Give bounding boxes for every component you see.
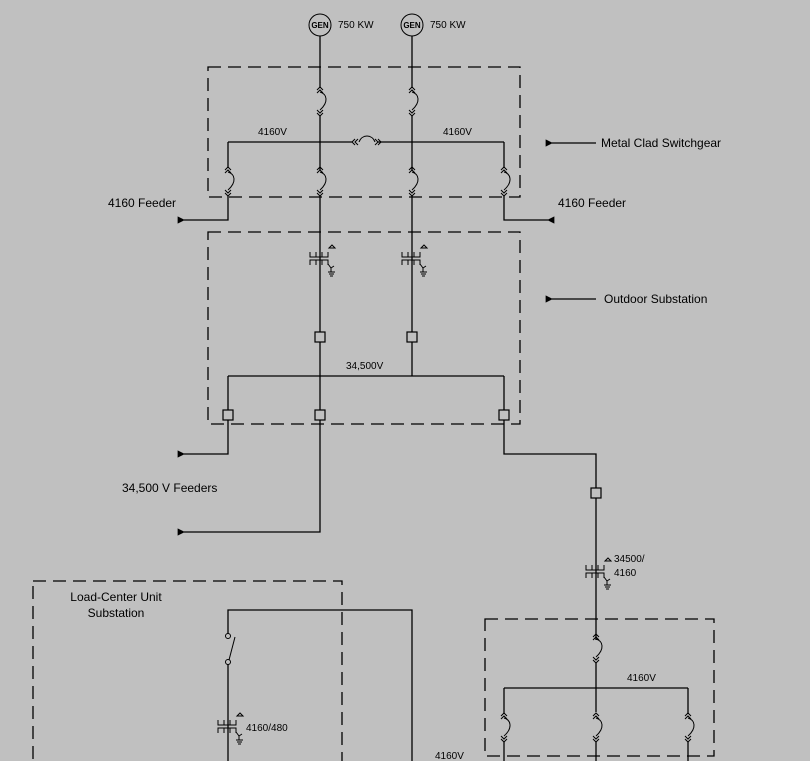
bus-voltage-left: 4160V xyxy=(258,127,287,138)
left-feeder-label: 4160 Feeder xyxy=(108,196,176,210)
right-bus-voltage: 4160V xyxy=(627,673,656,684)
outgoing-voltage: 4160V xyxy=(435,751,464,761)
right-feeder-label: 4160 Feeder xyxy=(558,196,626,210)
right-4160-feeder-line xyxy=(503,196,555,224)
feeder-34500-2 xyxy=(177,420,321,536)
substation-label: Outdoor Substation xyxy=(604,292,707,306)
right-feeder-breaker-1 xyxy=(500,712,511,743)
feeder-34500-3 xyxy=(503,420,597,488)
bus-voltage-right: 4160V xyxy=(443,127,472,138)
outdoor-substation-enclosure xyxy=(207,231,521,425)
step-up-transformer-1 xyxy=(309,244,336,277)
left-4160-feeder-line xyxy=(177,196,229,224)
load-center-transformer-ratio: 4160/480 xyxy=(246,723,288,734)
gen-2-outgoing-breaker xyxy=(408,166,419,197)
gen-1-outgoing-breaker xyxy=(316,166,327,197)
breaker-box-1 xyxy=(314,331,326,343)
bus-34500-voltage: 34,500V xyxy=(346,361,384,372)
feeders-34500-label: 34,500 V Feeders xyxy=(122,481,217,495)
generator-1-breaker xyxy=(316,86,327,117)
load-center-title-line1: Load-Center Unit xyxy=(70,590,162,604)
right-feeder-breaker-3 xyxy=(684,712,695,743)
step-down-ratio-line1: 34500/ xyxy=(614,554,645,565)
feeder-breaker-box-1 xyxy=(222,409,234,421)
breaker-box-2 xyxy=(406,331,418,343)
generator-2: GEN 750 KW xyxy=(400,13,466,37)
load-center-enclosure xyxy=(32,580,343,761)
left-feeder-breaker xyxy=(224,166,235,197)
load-center-title-line2: Substation xyxy=(88,606,145,620)
step-down-transformer xyxy=(585,557,612,590)
right-feeder-breaker xyxy=(500,166,511,197)
generator-2-symbol-label: GEN xyxy=(403,21,421,30)
disconnect-switch xyxy=(225,633,236,665)
generator-2-rating: 750 KW xyxy=(430,20,466,31)
generator-1-rating: 750 KW xyxy=(338,20,374,31)
right-feeder-breaker-2 xyxy=(592,712,603,743)
right-main-breaker xyxy=(592,633,603,664)
step-down-ratio-line2: 4160 xyxy=(614,568,637,579)
load-center-supply-line xyxy=(227,609,413,761)
switchgear-enclosure xyxy=(207,66,521,198)
generator-1-symbol-label: GEN xyxy=(311,21,329,30)
generator-1: GEN 750 KW xyxy=(308,13,374,37)
step-up-transformer-2 xyxy=(401,244,428,277)
feeder-breaker-box-3 xyxy=(498,409,510,421)
switchgear-label: Metal Clad Switchgear xyxy=(601,136,721,150)
load-center-transformer xyxy=(217,712,244,745)
step-down-breaker-box xyxy=(590,487,602,499)
generator-2-breaker xyxy=(408,86,419,117)
feeder-breaker-box-2 xyxy=(314,409,326,421)
bus-tie-breaker xyxy=(351,135,382,146)
feeder-34500-1 xyxy=(177,420,229,458)
right-switchgear-enclosure xyxy=(484,618,715,757)
